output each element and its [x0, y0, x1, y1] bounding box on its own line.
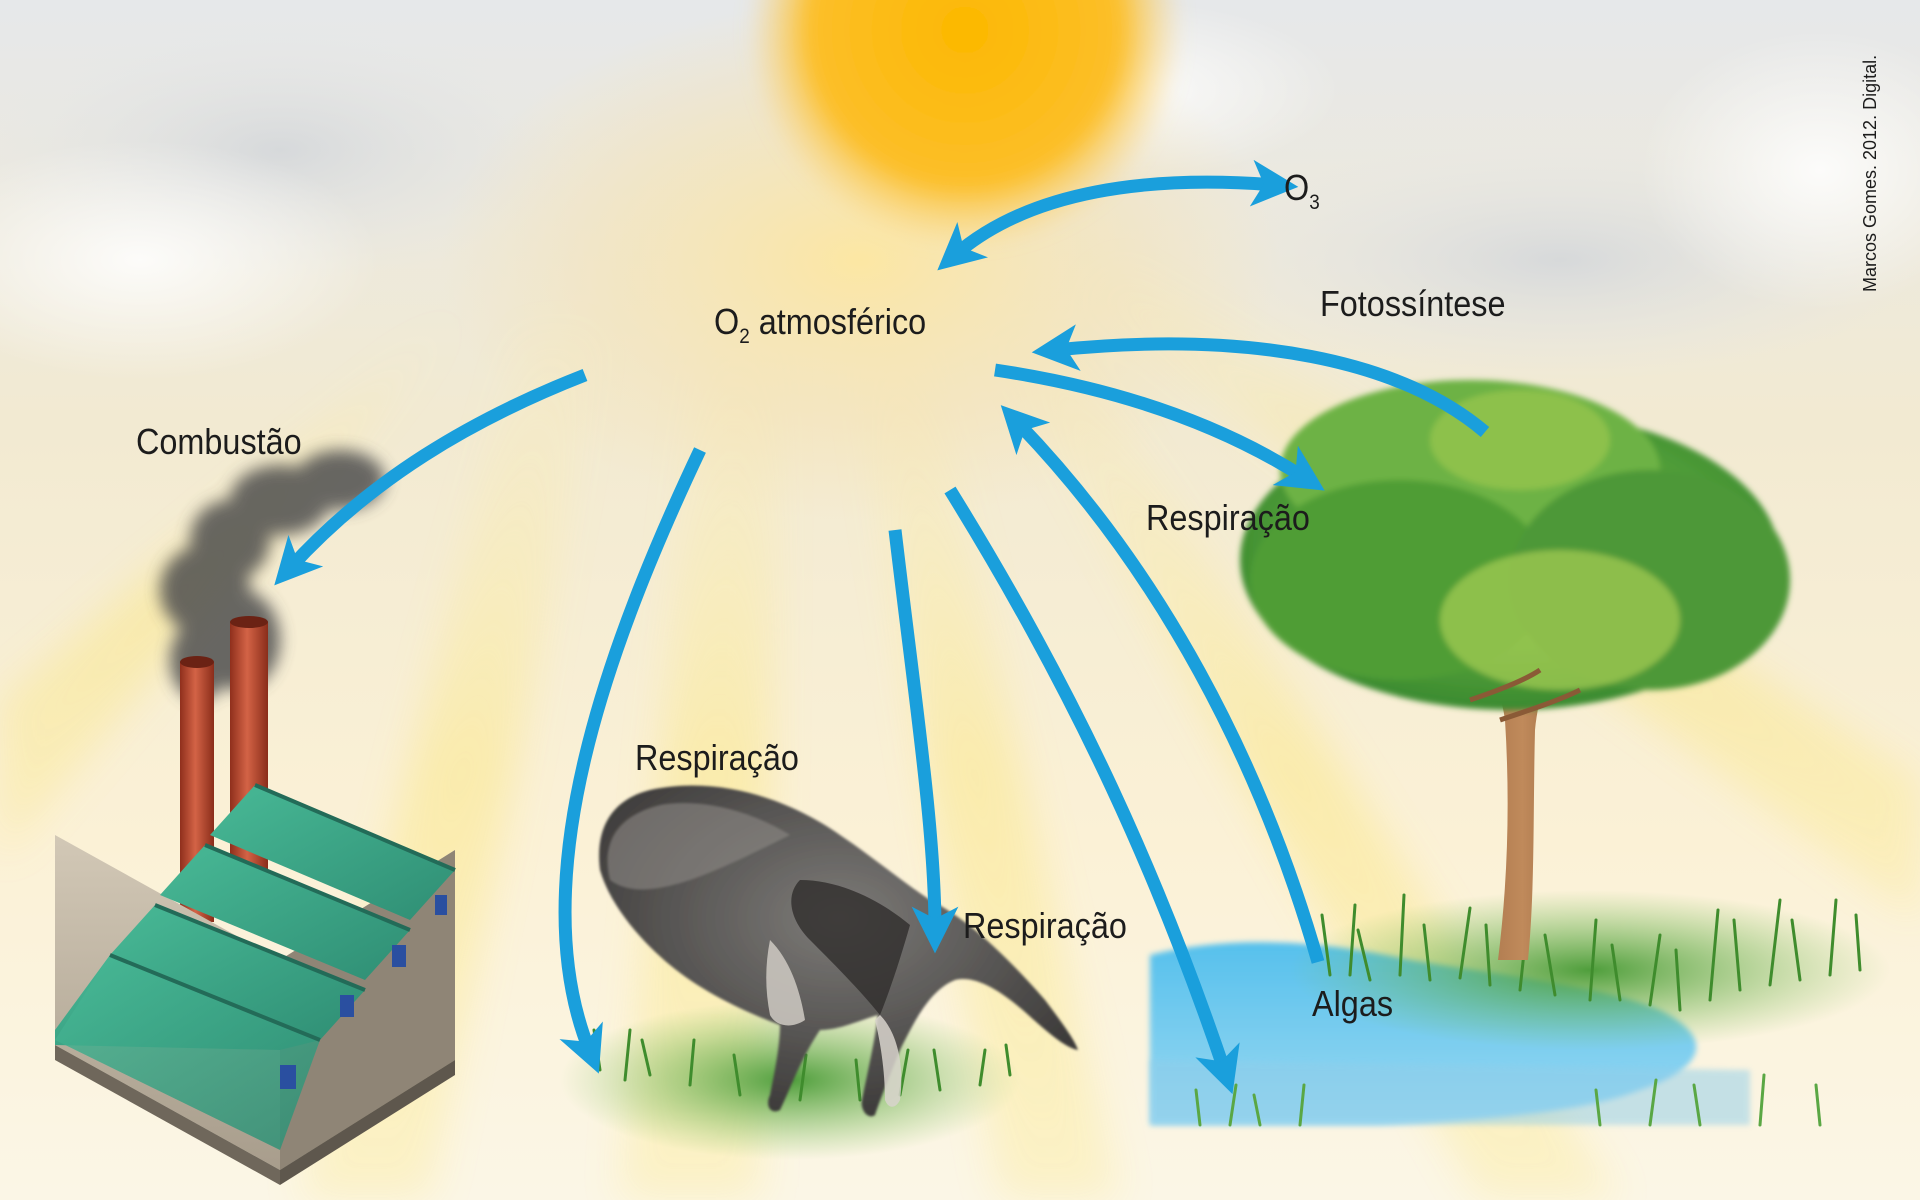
arrow-combustao: [274, 368, 588, 586]
label-combustao: Combustão: [136, 421, 302, 462]
label-o3: O3: [1284, 167, 1320, 214]
image-credit: Marcos Gomes. 2012. Digital.: [1860, 54, 1880, 292]
arrow-respiracao-anteater: [888, 529, 959, 954]
arrow-o2-o3: [937, 159, 1299, 271]
tree-icon: [1240, 380, 1790, 960]
label-algas: Algas: [1312, 983, 1394, 1024]
flow-arrows: [274, 159, 1490, 1095]
label-fotossintese: Fotossíntese: [1320, 283, 1506, 324]
arrow-fotossintese: [1031, 324, 1490, 437]
arrow-respiracao-tree: [994, 363, 1325, 491]
label-o2-atmosferico: O2 atmosférico: [714, 301, 927, 348]
label-respiracao-left: Respiração: [635, 737, 799, 778]
label-respiracao-anteater: Respiração: [963, 905, 1127, 946]
sun-icon: [440, 0, 1280, 520]
arrow-respiracao-algas: [944, 486, 1240, 1095]
anteater-icon: [599, 785, 1078, 1117]
arrow-respiracao-left: [558, 447, 706, 1074]
factory-icon: [55, 450, 456, 1185]
label-respiracao-tree: Respiração: [1146, 497, 1310, 538]
grass-island: [1194, 890, 1890, 1127]
arrow-algas-o2: [1000, 405, 1325, 964]
